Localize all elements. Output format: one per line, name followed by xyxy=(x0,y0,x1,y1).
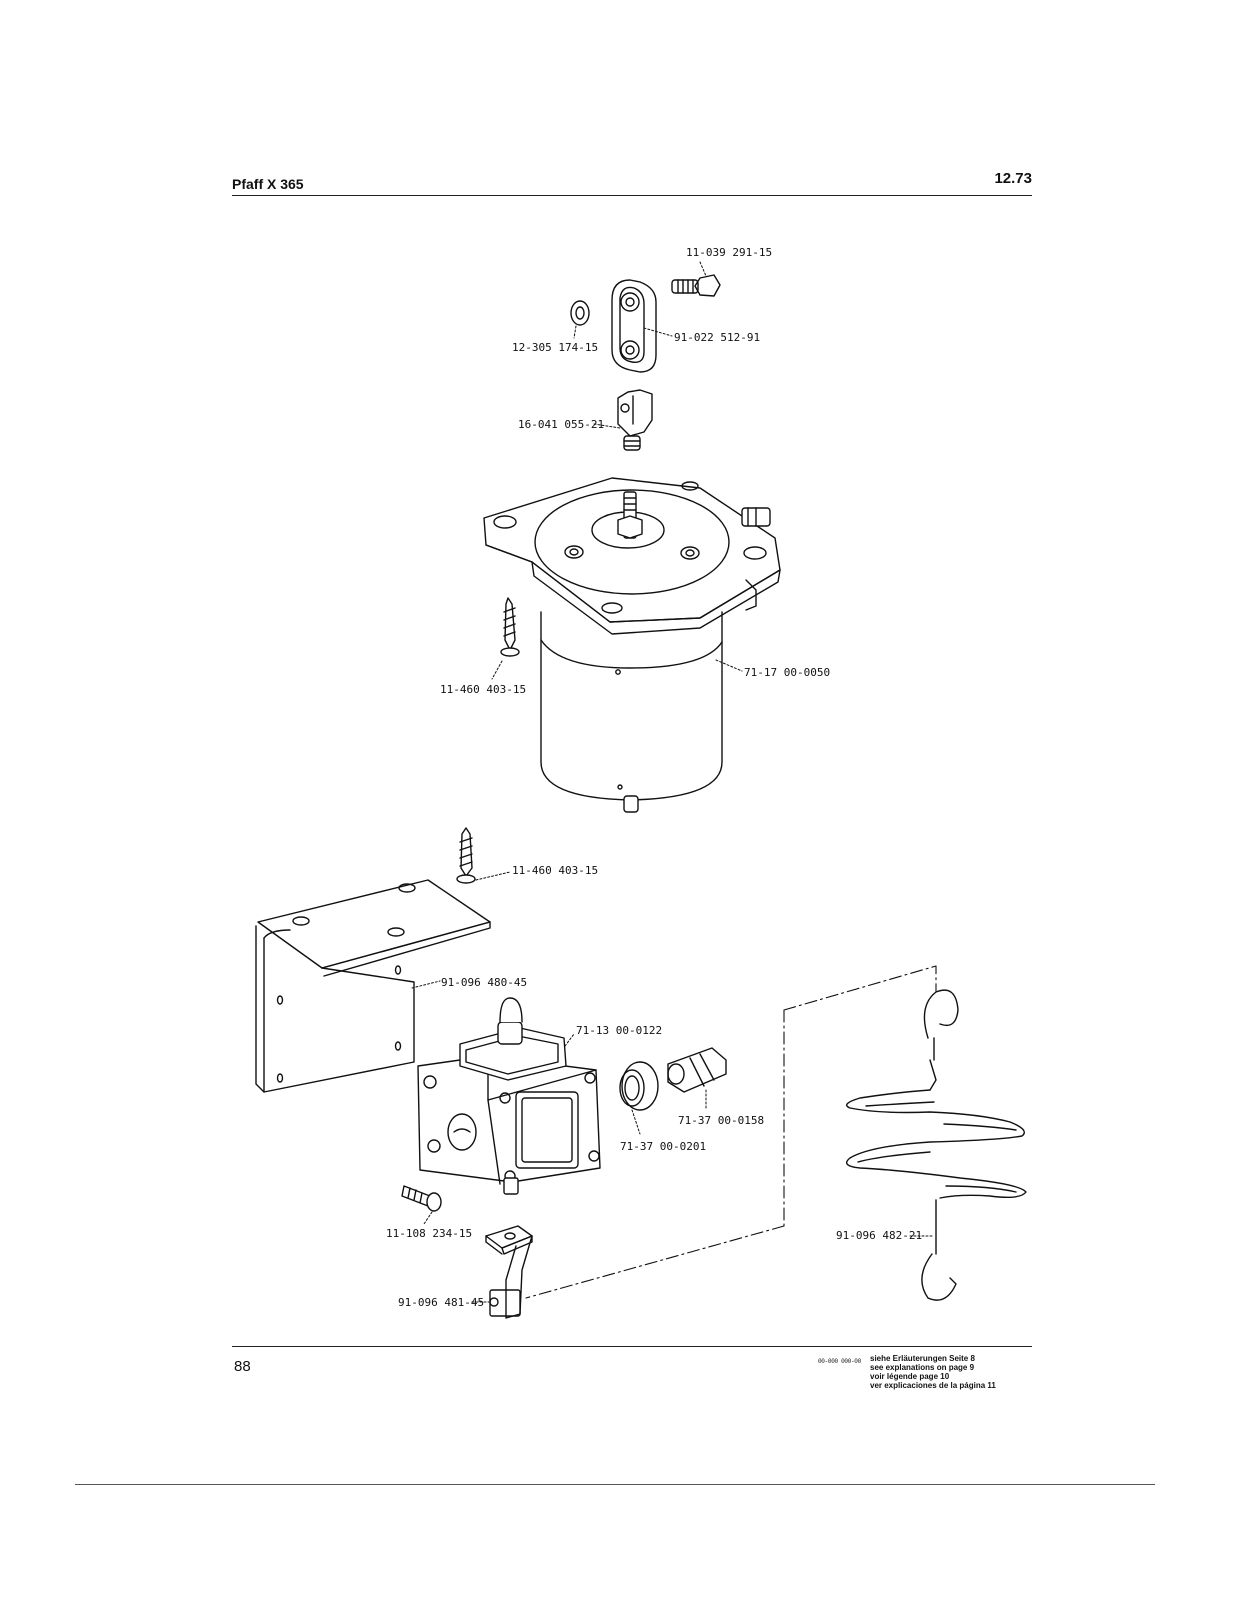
cable-nut-drawing xyxy=(667,1047,727,1093)
legend-line-es: ver explicaciones de la página 11 xyxy=(870,1381,996,1390)
label-bolt-top: 11-039 291-15 xyxy=(686,246,772,259)
legend-line-en: see explanations on page 9 xyxy=(870,1363,975,1372)
cable-ring-drawing xyxy=(619,1061,659,1111)
screw-small-drawing xyxy=(401,1185,442,1212)
bolt-top-drawing xyxy=(671,274,721,297)
label-wood-screw-upper: 11-460 403-15 xyxy=(440,683,526,696)
label-small-bracket: 91-096 481-45 xyxy=(398,1296,484,1309)
small-bracket-drawing xyxy=(485,1225,533,1319)
label-clevis: 16-041 055-21 xyxy=(518,418,604,431)
connection-frame xyxy=(525,965,937,1299)
label-chain: 91-096 482-21 xyxy=(836,1229,922,1242)
label-cable-ring: 71-37 00-0201 xyxy=(620,1140,706,1153)
legend-code: 00-000 000-00 xyxy=(818,1358,861,1365)
legend-notes: siehe Erläuterungen Seite 8 see explanat… xyxy=(870,1354,996,1390)
solenoid-drawing xyxy=(483,477,781,813)
label-cable-nut: 71-37 00-0158 xyxy=(678,1114,764,1127)
link-plate-drawing xyxy=(611,279,657,373)
label-screw-small: 11-108 234-15 xyxy=(386,1227,472,1240)
wood-screw-upper-drawing xyxy=(500,597,520,657)
scan-edge-line xyxy=(75,1484,1155,1485)
legend-line-de: siehe Erläuterungen Seite 8 xyxy=(870,1354,975,1363)
page-number: 88 xyxy=(234,1358,251,1375)
header-rule xyxy=(232,195,1032,196)
switch-drawing xyxy=(417,997,601,1195)
label-washer: 12-305 174-15 xyxy=(512,341,598,354)
angle-bracket-drawing xyxy=(255,879,491,1093)
legend-line-fr: voir légende page 10 xyxy=(870,1372,950,1381)
chain-drawing xyxy=(846,989,1027,1301)
washer-drawing xyxy=(570,300,590,326)
wood-screw-lower-drawing xyxy=(456,827,476,884)
label-angle-bracket: 91-096 480-45 xyxy=(441,976,527,989)
footer-rule xyxy=(232,1346,1032,1347)
label-link-plate: 91-022 512-91 xyxy=(674,331,760,344)
page-title: Pfaff X 365 xyxy=(232,176,304,192)
label-wood-screw-lower: 11-460 403-15 xyxy=(512,864,598,877)
clevis-drawing xyxy=(617,389,653,451)
leader-lines xyxy=(411,261,933,1303)
label-solenoid: 71-17 00-0050 xyxy=(744,666,830,679)
revision-date: 12.73 xyxy=(994,170,1032,187)
label-switch: 71-13 00-0122 xyxy=(576,1024,662,1037)
